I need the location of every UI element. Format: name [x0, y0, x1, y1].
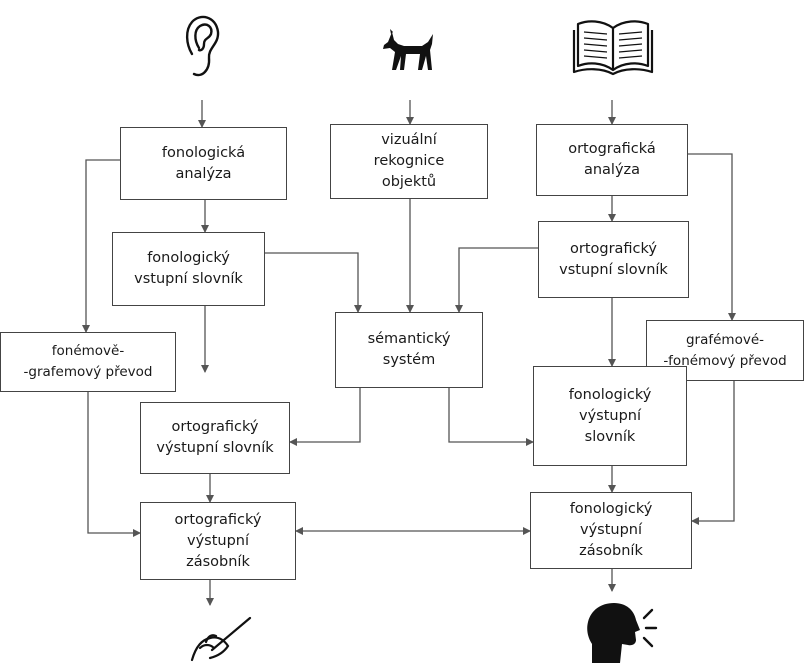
- node-fonemove-grafemovy-prevod: fonémově- -grafemový převod: [0, 332, 176, 392]
- arrow-grafem-to-zasobnik: [691, 381, 735, 525]
- node-fonologicky-vystupni-slovnik: fonologický výstupní slovník: [533, 366, 687, 466]
- writing-hand-icon: [190, 616, 252, 662]
- node-fonologicky-vystupni-zasobnik: fonologický výstupní zásobník: [530, 492, 692, 569]
- arrow-ortoanalyza-to-grafem: [688, 153, 736, 321]
- book-icon: [572, 20, 654, 76]
- node-ortograficka-analyza: ortografická analýza: [536, 124, 688, 196]
- arrow-fonanalyza-to-fonemgraf: [82, 159, 120, 333]
- arrow-semanticky-to-fonvystup: [448, 388, 534, 446]
- ear-icon: [185, 15, 220, 77]
- speaking-head-icon: [587, 603, 658, 663]
- node-ortograficky-vstupni-slovnik: ortografický vstupní slovník: [538, 221, 689, 298]
- node-ortograficky-vystupni-slovnik: ortografický výstupní slovník: [140, 402, 290, 474]
- arrow-fonemgraf-to-zasobnik: [87, 392, 141, 537]
- node-fonologicky-vstupni-slovnik: fonologický vstupní slovník: [112, 232, 265, 306]
- node-fonologicka-analyza: fonologická analýza: [120, 127, 287, 200]
- arrow-fonvstup-to-semanticky: [265, 252, 362, 313]
- node-ortograficky-vystupni-zasobnik: ortografický výstupní zásobník: [140, 502, 296, 580]
- node-semanticky-system: sémantický systém: [335, 312, 483, 388]
- arrow-semanticky-to-ortovystup: [289, 388, 361, 446]
- node-vizualni-rekognice-objektu: vizuální rekognice objektů: [330, 124, 488, 199]
- arrow-ortovstup-to-semanticky: [455, 247, 538, 313]
- dog-icon: [383, 29, 433, 70]
